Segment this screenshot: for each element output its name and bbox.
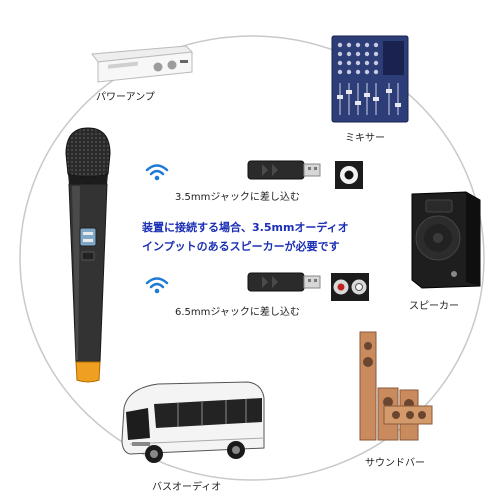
microphone-icon [65,127,111,383]
audio-jack-icon [335,161,363,189]
wifi-icon [145,277,169,294]
note-line-1: 装置に接続する場合、3.5mmオーディオ [142,221,349,234]
power-amplifier-icon [91,45,194,83]
jack-35-label: 3.5mmジャックに差し込む [175,192,300,203]
usb-receiver-icon [247,160,321,180]
bus-icon [121,381,265,463]
audio-jack-icon [331,273,369,301]
soundbar-icon [359,331,433,441]
power-amp-label: パワーアンプ [96,92,155,103]
speaker-label: スピーカー [409,301,459,312]
audio-mixer-icon [331,35,409,123]
speaker-icon [411,191,481,289]
jack-65-label: 6.5mmジャックに差し込む [175,307,300,318]
soundbar-label: サウンドバー [365,458,425,469]
mixer-label: ミキサー [345,133,385,144]
wifi-icon [145,164,169,181]
bus-audio-label: バスオーディオ [152,482,222,493]
usb-receiver-icon [247,272,321,292]
note-line-2: インプットのあるスピーカーが必要です [142,240,340,253]
